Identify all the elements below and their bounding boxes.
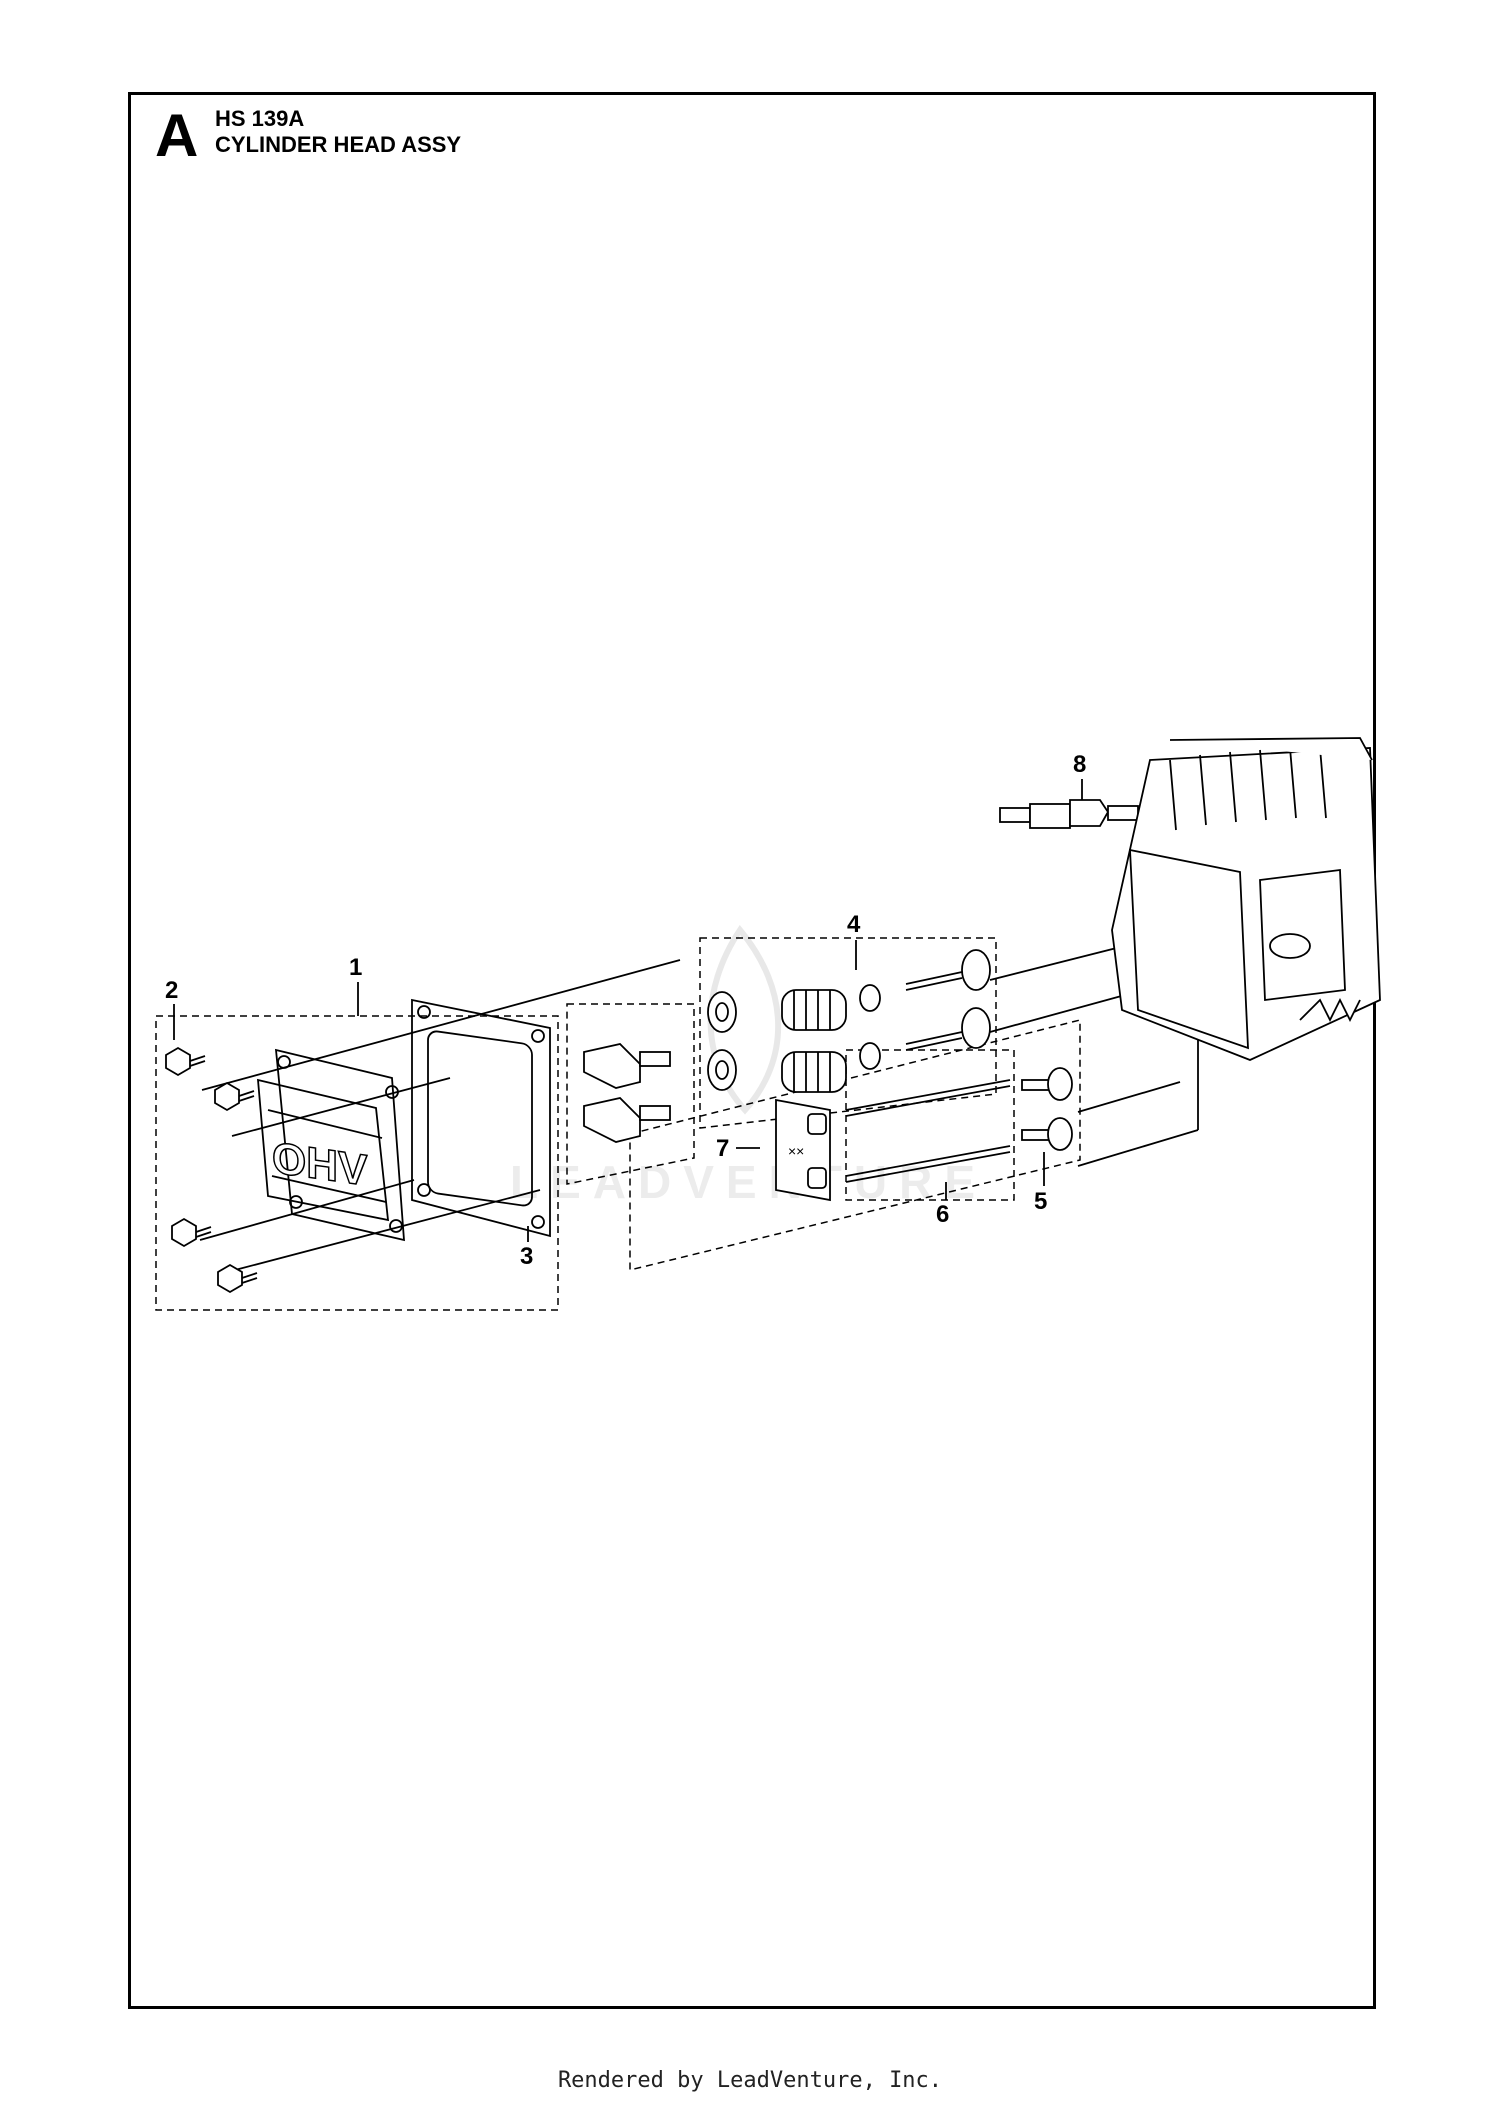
valve-retainer-icon bbox=[707, 1049, 737, 1091]
callout-2: 2 bbox=[165, 977, 178, 1004]
cylinder-head-icon bbox=[1111, 737, 1381, 1061]
valve-keeper-icon bbox=[859, 984, 881, 1012]
model-number: HS 139A bbox=[215, 106, 305, 131]
flame-logo-watermark bbox=[707, 924, 782, 1115]
tappet-icon bbox=[1021, 1117, 1073, 1151]
spark-plug-icon bbox=[999, 799, 1139, 829]
footer-credit: Rendered by LeadVenture, Inc. bbox=[557, 2068, 943, 2093]
tappet-icon bbox=[1021, 1067, 1073, 1101]
group-box-5 bbox=[629, 1019, 1081, 1271]
title-block: HS 139A CYLINDER HEAD ASSY bbox=[215, 106, 461, 158]
callout-5: 5 bbox=[1034, 1188, 1047, 1215]
callout-4: 4 bbox=[847, 911, 861, 938]
group-box-4 bbox=[699, 937, 997, 1129]
callout-7: 7 bbox=[716, 1135, 729, 1162]
guide-plate-icon: ×× bbox=[775, 1098, 831, 1202]
callout-8: 8 bbox=[1073, 751, 1086, 778]
tappet-icons bbox=[1021, 1067, 1073, 1151]
valve-icon bbox=[905, 949, 991, 991]
valve-icon bbox=[905, 1007, 991, 1051]
bolt-icon bbox=[165, 1046, 206, 1077]
bolt-icon bbox=[217, 1263, 258, 1294]
section-letter: A bbox=[155, 102, 199, 169]
gasket-icon bbox=[411, 998, 551, 1238]
valve-keeper-icon bbox=[859, 1042, 881, 1070]
rocker-arm-icons bbox=[583, 1043, 671, 1143]
group-box-rockers bbox=[566, 1003, 695, 1185]
dashed-group-boxes bbox=[155, 937, 1081, 1311]
valve-parts-icons bbox=[707, 949, 991, 1093]
push-rod-icon bbox=[845, 1145, 1011, 1183]
diagram-frame bbox=[128, 92, 1376, 2009]
cover-marking: OHV bbox=[272, 1133, 368, 1195]
callouts: 1 2 3 4 5 6 7 8 bbox=[165, 751, 1086, 1270]
valve-spring-icon bbox=[781, 989, 847, 1031]
rocker-arm-icon bbox=[583, 1097, 671, 1143]
leader-lines bbox=[173, 779, 1199, 1271]
bolt-icon bbox=[214, 1081, 255, 1112]
rocker-arm-icon bbox=[583, 1043, 671, 1089]
valve-spring-icon bbox=[781, 1051, 847, 1093]
callout-6: 6 bbox=[936, 1201, 949, 1228]
group-box-6 bbox=[845, 1049, 1015, 1201]
svg-text:××: ×× bbox=[788, 1143, 804, 1159]
valve-cover-icon: OHV bbox=[256, 1048, 405, 1242]
page-title: CYLINDER HEAD ASSY bbox=[215, 132, 462, 157]
bolt-icon bbox=[171, 1217, 212, 1248]
push-rod-icon bbox=[845, 1079, 1011, 1117]
callout-3: 3 bbox=[520, 1243, 533, 1270]
valve-retainer-icon bbox=[707, 991, 737, 1033]
push-rod-icons bbox=[845, 1079, 1011, 1183]
callout-1: 1 bbox=[349, 954, 362, 981]
bolt-icons bbox=[165, 1046, 258, 1294]
